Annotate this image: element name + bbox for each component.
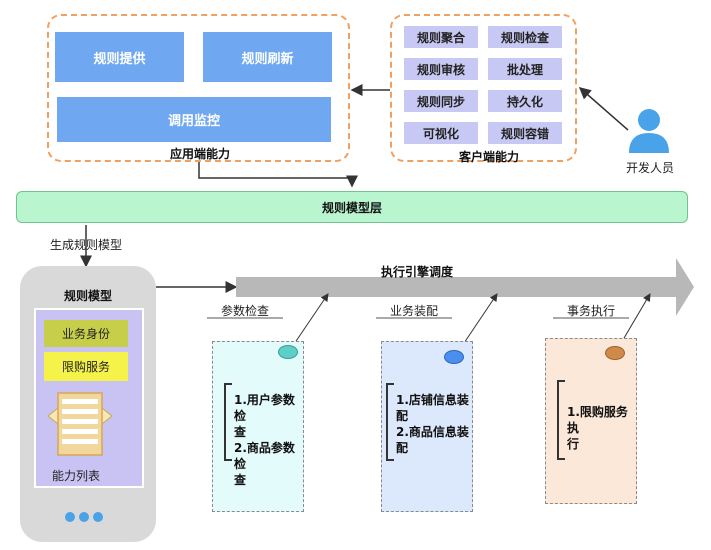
stage-3-items: 1.限购服务执 行: [567, 405, 628, 451]
app-box-rule-provide: 规则提供: [55, 32, 184, 82]
stage-2-dot: [444, 350, 464, 364]
engine-arrow: [236, 258, 694, 316]
person-icon: [629, 109, 669, 153]
app-side-title: 应用端能力: [169, 147, 230, 161]
stage-3-dot: [605, 346, 625, 360]
stage-1-dot: [278, 345, 298, 359]
stage-3-label: 事务执行: [566, 304, 615, 318]
phone-dot-2: [79, 512, 89, 522]
stage-1-label: 参数检查: [220, 304, 269, 318]
arrow-developer-to-client: [578, 87, 629, 131]
client-box-3: 规则审核: [404, 58, 478, 80]
arrow-app-to-layer: [198, 160, 358, 188]
stage-2-items: 1.店铺信息装 配 2.商品信息装 配: [396, 393, 469, 455]
stage-1-card: [212, 341, 304, 512]
generate-model-label: 生成规则模型: [50, 238, 123, 252]
purchase-limit-button[interactable]: 限购服务: [44, 352, 128, 381]
app-box-call-monitor: 调用监控: [57, 97, 331, 142]
client-box-1: 规则聚合: [404, 26, 478, 48]
ability-list-label: 能力列表: [52, 469, 101, 483]
client-box-4: 批处理: [488, 58, 562, 80]
pointer-stage-1: [289, 293, 329, 351]
client-box-7: 可视化: [404, 122, 478, 144]
engine-label: 执行引擎调度: [380, 265, 453, 279]
rule-model-layer: 规则模型层: [16, 191, 688, 223]
phone-dot-3: [93, 512, 103, 522]
client-side-title: 客户端能力: [458, 150, 519, 164]
stage-2-label: 业务装配: [389, 304, 438, 318]
client-box-8: 规则容错: [488, 122, 562, 144]
client-box-2: 规则检查: [488, 26, 562, 48]
client-box-5: 规则同步: [404, 90, 478, 112]
list-icon: [47, 392, 113, 456]
client-side-container: [390, 14, 577, 162]
client-box-6: 持久化: [488, 90, 562, 112]
stage-1-items: 1.用户参数检 查 2.商品参数检 查: [234, 393, 295, 487]
app-box-rule-refresh: 规则刷新: [203, 32, 332, 82]
developer-label: 开发人员: [625, 161, 674, 175]
app-side-container: [47, 14, 350, 162]
business-identity-button[interactable]: 业务身份: [44, 320, 128, 347]
phone-dot-1: [65, 512, 75, 522]
stage-2-card: [381, 341, 473, 512]
stage-3-card: [545, 338, 637, 504]
phone-title: 规则模型: [63, 289, 112, 303]
